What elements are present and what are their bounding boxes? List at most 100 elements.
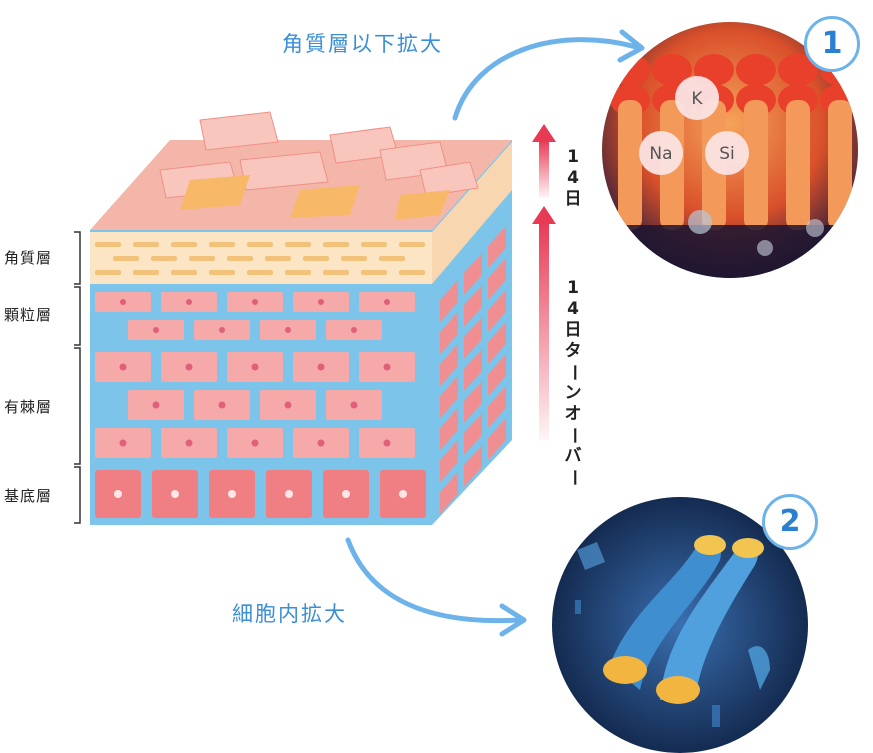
surface-cell bbox=[652, 54, 692, 86]
cell-nucleus bbox=[251, 439, 259, 447]
ion-na bbox=[639, 131, 683, 175]
horny-cell bbox=[209, 270, 235, 275]
horny-cell bbox=[399, 242, 425, 247]
cell-nucleus bbox=[285, 327, 291, 333]
side-cell bbox=[440, 408, 458, 450]
side-cell bbox=[440, 440, 458, 482]
cell-nucleus bbox=[342, 490, 350, 498]
cell-nucleus bbox=[185, 439, 193, 447]
horny-flake bbox=[199, 111, 279, 151]
top-patch bbox=[180, 175, 250, 210]
side-cell bbox=[464, 253, 482, 295]
cell-column bbox=[828, 100, 852, 230]
horny-cell bbox=[341, 256, 367, 261]
cell-nucleus bbox=[350, 401, 358, 409]
side-cell bbox=[464, 445, 482, 487]
bottom-callout-label: 細胞内拡大 bbox=[232, 602, 347, 626]
cell-nucleus bbox=[317, 363, 325, 371]
horny-cell bbox=[95, 242, 121, 247]
side-cell bbox=[488, 290, 506, 332]
cell-column bbox=[744, 100, 768, 230]
cell-nucleus bbox=[317, 439, 325, 447]
cell-nucleus bbox=[120, 299, 126, 305]
side-cell bbox=[488, 418, 506, 460]
horny-layer-band bbox=[90, 232, 432, 284]
horny-cell bbox=[189, 256, 215, 261]
side-cell bbox=[488, 386, 506, 428]
horny-cell bbox=[323, 270, 349, 275]
horny-cell bbox=[133, 270, 159, 275]
side-cell bbox=[464, 349, 482, 391]
horny-cell bbox=[227, 256, 253, 261]
ion-k bbox=[675, 76, 719, 120]
ion-si-label: Si bbox=[719, 144, 735, 164]
horny-cell bbox=[361, 242, 387, 247]
cell-nucleus bbox=[185, 363, 193, 371]
ion-k-label: K bbox=[691, 89, 703, 109]
side-cell bbox=[440, 312, 458, 354]
horny-cell bbox=[113, 256, 139, 261]
cell-nucleus bbox=[119, 439, 127, 447]
side-cell bbox=[464, 413, 482, 455]
horny-cell bbox=[171, 242, 197, 247]
side-cell bbox=[440, 376, 458, 418]
cell-nucleus bbox=[318, 299, 324, 305]
cell-nucleus bbox=[219, 327, 225, 333]
horny-cell bbox=[247, 270, 273, 275]
top-patch bbox=[290, 185, 360, 218]
cell-column bbox=[618, 100, 642, 230]
cell-nucleus bbox=[218, 401, 226, 409]
side-cell bbox=[464, 285, 482, 327]
surface-cell bbox=[736, 54, 776, 86]
callout-number-1: 1 bbox=[804, 16, 860, 72]
horny-cell bbox=[303, 256, 329, 261]
cell-column bbox=[786, 100, 810, 230]
top-patch bbox=[395, 190, 450, 220]
horny-cell bbox=[95, 270, 121, 275]
side-cell bbox=[488, 226, 506, 268]
cell-nucleus bbox=[228, 490, 236, 498]
ion-na-label: Na bbox=[649, 144, 672, 164]
bottom-callout-arrow bbox=[345, 537, 523, 624]
side-cell bbox=[440, 472, 458, 514]
side-cell bbox=[488, 354, 506, 396]
cell-nucleus bbox=[383, 439, 391, 447]
side-cell bbox=[440, 280, 458, 322]
horny-flake bbox=[419, 161, 479, 197]
side-cell bbox=[464, 381, 482, 423]
horny-cell bbox=[285, 270, 311, 275]
upper-arrow-shaft bbox=[539, 140, 549, 198]
ion-si bbox=[705, 131, 749, 175]
cell-nucleus bbox=[152, 401, 160, 409]
chromosome-illustration bbox=[575, 535, 770, 727]
upper-arrow-head bbox=[532, 124, 556, 142]
callout-number-2: 2 bbox=[762, 494, 818, 550]
horny-cell bbox=[361, 270, 387, 275]
horny-cell bbox=[171, 270, 197, 275]
cell-nucleus bbox=[383, 363, 391, 371]
horny-cell bbox=[323, 242, 349, 247]
cell-nucleus bbox=[284, 401, 292, 409]
surface-cell bbox=[778, 54, 818, 86]
horny-cell bbox=[209, 242, 235, 247]
horny-cell bbox=[151, 256, 177, 261]
layer-label-stratum-basale: 基底層 bbox=[4, 487, 53, 505]
side-cell bbox=[488, 322, 506, 364]
cell-nucleus bbox=[119, 363, 127, 371]
cell-nucleus bbox=[186, 299, 192, 305]
lower-arrow-shaft bbox=[539, 222, 549, 440]
cell-nucleus bbox=[153, 327, 159, 333]
cell-nucleus bbox=[171, 490, 179, 498]
layer-label-stratum-corneum: 角質層 bbox=[4, 249, 53, 267]
cell-nucleus bbox=[252, 299, 258, 305]
top-callout-label: 角質層以下拡大 bbox=[282, 32, 443, 56]
lower-arrow-head bbox=[532, 206, 556, 224]
side-cell bbox=[464, 317, 482, 359]
